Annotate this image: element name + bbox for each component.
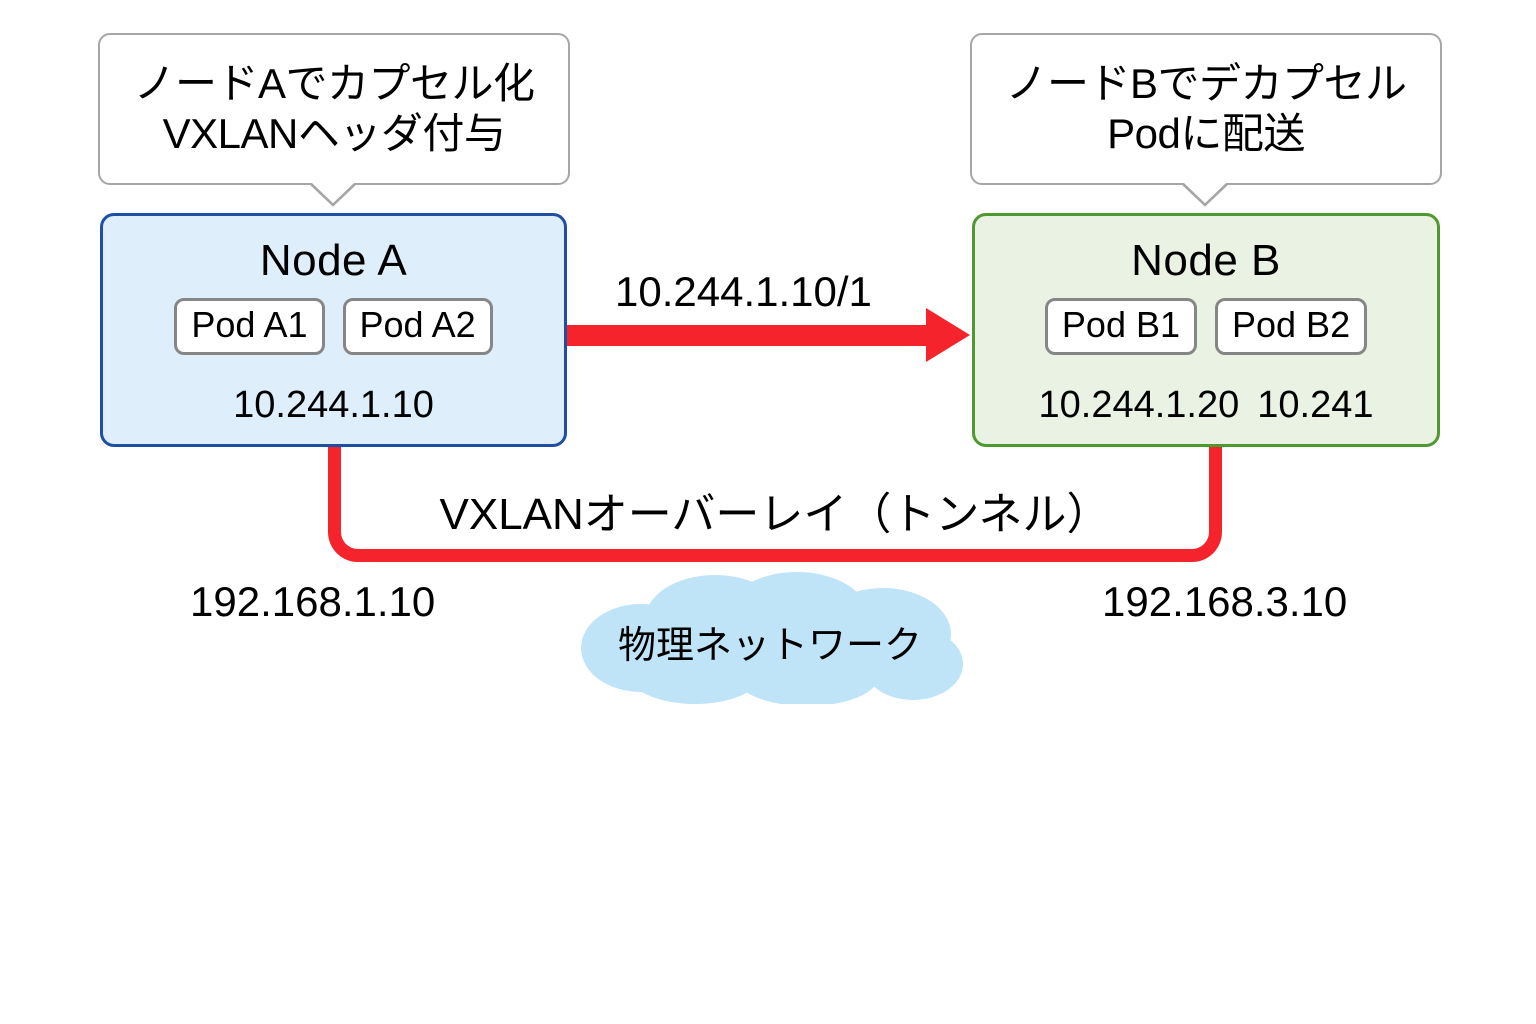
- pod-b1[interactable]: Pod B1: [1044, 298, 1197, 356]
- physical-network-label: 物理ネットワーク: [617, 625, 922, 667]
- callout-right: ノードBでデカプセル Podに配送: [970, 33, 1442, 185]
- node-a-physical-ip: 192.168.1.10: [190, 578, 436, 625]
- node-a-box[interactable]: Node A Pod A1 Pod A2 10.244.1.10: [100, 213, 567, 447]
- callout-right-tail: [1181, 178, 1229, 207]
- pod-a2[interactable]: Pod A2: [342, 298, 493, 356]
- physical-network-cloud: 物理ネットワーク: [575, 572, 965, 706]
- node-b-pod-row: Pod B1 Pod B2: [975, 298, 1437, 356]
- cloud-icon: [581, 572, 963, 706]
- node-b-physical-ip: 192.168.3.10: [1102, 578, 1348, 625]
- callout-left-line-1: ノードAでカプセル化: [133, 60, 535, 108]
- vxlan-tunnel-path: [328, 430, 1222, 562]
- node-a-pod-row: Pod A1 Pod A2: [103, 298, 564, 356]
- pod-traffic-arrow-line: [566, 325, 928, 346]
- node-b-ip-row: 10.244.1.20 10.241: [975, 384, 1437, 427]
- pod-traffic-arrow-head: [926, 308, 970, 362]
- node-b-ip-2: 10.241: [1257, 384, 1374, 426]
- node-b-box[interactable]: Node B Pod B1 Pod B2 10.244.1.20 10.241: [972, 213, 1440, 447]
- pod-a1[interactable]: Pod A1: [174, 298, 325, 356]
- node-a-title: Node A: [259, 236, 408, 285]
- callout-left: ノードAでカプセル化 VXLANヘッダ付与: [98, 33, 570, 185]
- pod-b2[interactable]: Pod B2: [1215, 298, 1368, 356]
- callout-right-line-2: Podに配送: [1107, 110, 1305, 157]
- callout-left-tail: [309, 178, 357, 207]
- pod-traffic-arrow-label: 10.244.1.10/1: [615, 268, 872, 315]
- node-a-ip-1: 10.244.1.10: [233, 384, 434, 426]
- vxlan-tunnel-label: VXLANオーバーレイ（トンネル）: [439, 490, 1111, 539]
- node-b-title: Node B: [1131, 236, 1281, 285]
- callout-right-line-1: ノードBでデカプセル: [1005, 60, 1407, 108]
- node-b-ip-1: 10.244.1.20: [1038, 384, 1240, 426]
- node-a-ip-row: 10.244.1.10: [103, 384, 564, 427]
- callout-left-line-2: VXLANヘッダ付与: [162, 110, 506, 157]
